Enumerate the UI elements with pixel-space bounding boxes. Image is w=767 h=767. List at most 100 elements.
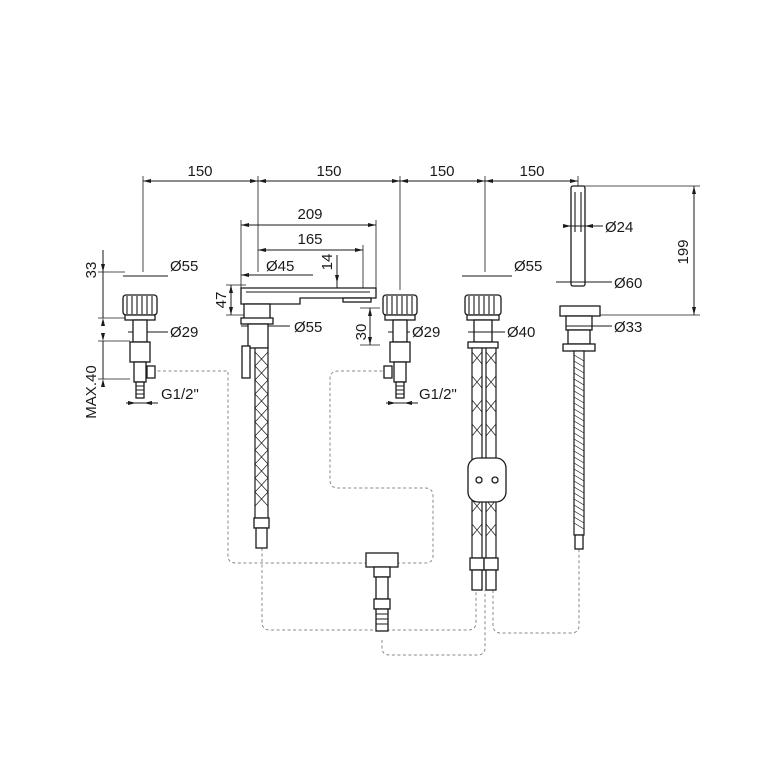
shower-hose — [573, 350, 585, 536]
shower-nut — [567, 329, 591, 345]
arrow — [388, 401, 396, 405]
t-connector-body — [365, 552, 399, 568]
spout-supply-pipe — [261, 548, 477, 631]
arrow — [368, 308, 372, 316]
arrow — [101, 264, 105, 272]
shower-hose-pipe — [492, 548, 580, 634]
spout-14-label: 14 — [319, 254, 336, 271]
arrow — [563, 224, 571, 228]
diverter-hose-2 — [485, 347, 497, 559]
spout-nut — [253, 517, 270, 529]
thread-marks — [376, 613, 388, 625]
middle-inlet — [393, 361, 407, 383]
arrow — [355, 248, 363, 252]
spacing-dimensions: 150 150 150 150 — [142, 163, 579, 290]
left-valve-thread-label: G1/2" — [161, 386, 199, 403]
left-collar — [124, 314, 156, 321]
arrow — [101, 318, 105, 326]
arrow — [258, 179, 266, 183]
left-valve-33-label: 33 — [83, 262, 100, 279]
left-inlet — [133, 361, 147, 383]
spout-dimensions: 209 165 Ø45 14 47 Ø55 30 — [213, 206, 380, 346]
t-connector — [365, 552, 399, 632]
spout-shank — [247, 323, 269, 349]
diverter-fitting-2 — [485, 569, 497, 591]
arrow — [128, 401, 136, 405]
arrow — [485, 179, 493, 183]
spacing-label-4: 150 — [519, 163, 544, 180]
shower-d24-label: Ø24 — [605, 219, 633, 236]
supply-pipes — [152, 370, 580, 656]
spacing-label-1: 150 — [187, 163, 212, 180]
arrow — [392, 179, 400, 183]
arrow — [258, 248, 266, 252]
t-connector-stem — [375, 576, 389, 600]
shower-hose-end — [574, 534, 584, 550]
arrow — [241, 273, 249, 277]
spacing-label-2: 150 — [316, 163, 341, 180]
handle-knurl — [126, 296, 153, 314]
diverter-nut — [467, 341, 499, 349]
shower-holder-base — [565, 315, 593, 331]
left-valve-d55-label: Ø55 — [170, 258, 198, 275]
left-valve-max-label: MAX.40 — [83, 365, 100, 418]
middle-body — [389, 341, 411, 363]
hose-braid — [471, 351, 497, 537]
spout-fitting — [255, 527, 268, 549]
arrow — [143, 179, 151, 183]
spout-30-label: 30 — [353, 324, 370, 341]
diverter: Ø55 Ø40 — [462, 258, 542, 591]
middle-collar — [384, 314, 416, 321]
shower-199-label: 199 — [675, 239, 692, 264]
arrow — [250, 179, 258, 183]
shower-holder — [559, 305, 601, 317]
spout-aerator — [342, 297, 372, 303]
handle-knurl — [468, 296, 495, 314]
middle-valve-thread-label: G1/2" — [419, 386, 457, 403]
hose-braid — [254, 351, 269, 507]
handle-knurl — [386, 296, 413, 314]
t-connector-neck — [373, 566, 391, 578]
spout — [240, 287, 377, 549]
left-stem — [132, 319, 148, 343]
arrow — [585, 224, 593, 228]
left-valve-d29-label: Ø29 — [170, 324, 198, 341]
spout-d55-label: Ø55 — [294, 319, 322, 336]
diverter-d40-label: Ø40 — [507, 324, 535, 341]
shower-grip — [574, 192, 582, 232]
arrow — [692, 307, 696, 315]
arrow — [335, 275, 339, 283]
arrow — [400, 179, 408, 183]
clip-screw — [491, 476, 499, 484]
shower-d33-label: Ø33 — [614, 319, 642, 336]
spout-bolt — [241, 345, 251, 379]
diverter-handle — [464, 294, 502, 316]
arrow — [692, 186, 696, 194]
arrow — [241, 223, 249, 227]
diverter-d55-label: Ø55 — [514, 258, 542, 275]
arrow — [368, 223, 376, 227]
hand-shower: 199 Ø24 Ø60 Ø33 — [556, 185, 700, 550]
shower-d60-label: Ø60 — [614, 275, 642, 292]
arrow — [570, 179, 578, 183]
thread-marks — [136, 385, 144, 395]
thread-marks — [396, 385, 404, 395]
arrow — [101, 379, 105, 387]
mixer-outlet-pipe — [381, 590, 486, 656]
clip-screw — [475, 476, 483, 484]
arrow — [229, 285, 233, 293]
diverter-hose-1 — [471, 347, 483, 559]
hose-braid — [573, 354, 585, 530]
diverter-stem — [473, 319, 493, 343]
arrow — [404, 401, 412, 405]
shower-handle — [570, 185, 586, 287]
left-side-port — [146, 365, 156, 379]
spacing-label-3: 150 — [429, 163, 454, 180]
arrow — [368, 337, 372, 345]
middle-stem — [392, 319, 408, 343]
hot-supply-pipe — [152, 370, 368, 564]
arrow — [477, 179, 485, 183]
middle-side-port — [383, 365, 393, 379]
